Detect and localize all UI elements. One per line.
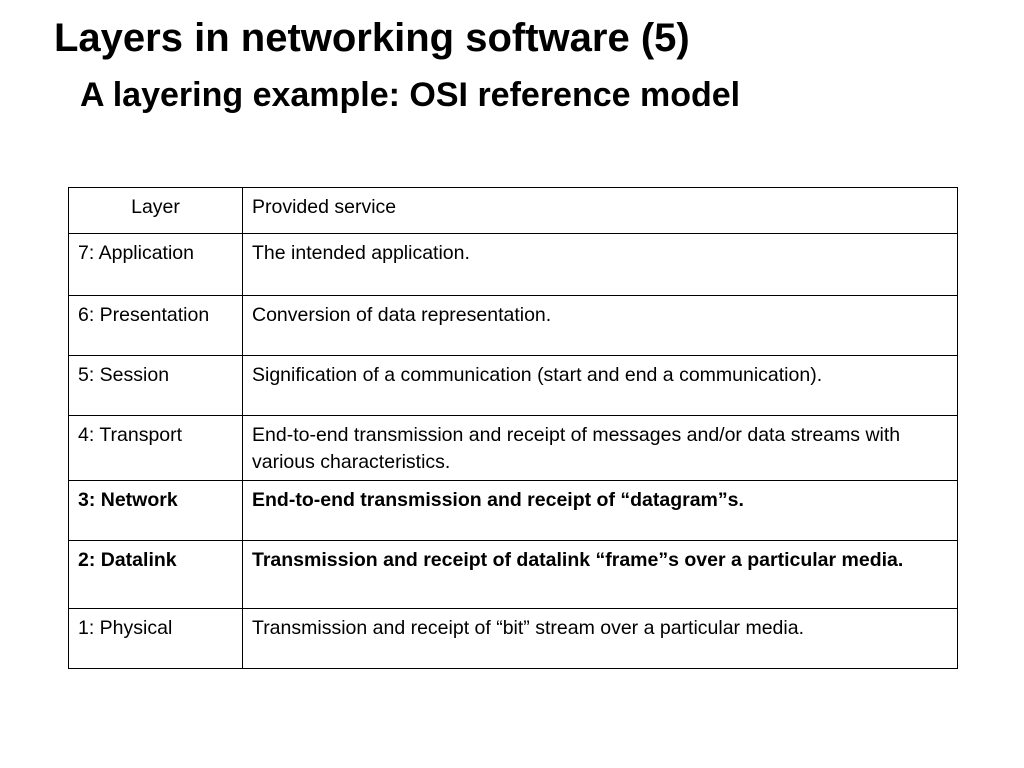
service-cell: Signification of a communication (start … xyxy=(242,355,958,416)
service-cell: Conversion of data representation. xyxy=(242,295,958,356)
table-row: 6: Presentation Conversion of data repre… xyxy=(68,295,958,356)
table-row: 4: Transport End-to-end transmission and… xyxy=(68,415,958,481)
service-cell: Transmission and receipt of datalink “fr… xyxy=(242,540,958,609)
table-row: 7: Application The intended application. xyxy=(68,233,958,296)
header-provided-service: Provided service xyxy=(242,187,958,234)
slide-title: Layers in networking software (5) xyxy=(54,16,690,60)
table-header-row: Layer Provided service xyxy=(68,187,958,234)
table-row: 5: Session Signification of a communicat… xyxy=(68,355,958,416)
slide-subtitle: A layering example: OSI reference model xyxy=(80,76,741,114)
layer-cell: 2: Datalink xyxy=(68,540,243,609)
service-cell: End-to-end transmission and receipt of “… xyxy=(242,480,958,541)
layer-cell: 3: Network xyxy=(68,480,243,541)
table-row: 2: Datalink Transmission and receipt of … xyxy=(68,540,958,609)
service-cell: Transmission and receipt of “bit” stream… xyxy=(242,608,958,669)
layer-cell: 5: Session xyxy=(68,355,243,416)
table-row: 3: Network End-to-end transmission and r… xyxy=(68,480,958,541)
header-layer: Layer xyxy=(68,187,243,234)
layer-cell: 6: Presentation xyxy=(68,295,243,356)
table-row: 1: Physical Transmission and receipt of … xyxy=(68,608,958,669)
layer-cell: 1: Physical xyxy=(68,608,243,669)
service-cell: The intended application. xyxy=(242,233,958,296)
osi-layer-table: Layer Provided service 7: Application Th… xyxy=(68,187,958,669)
layer-cell: 4: Transport xyxy=(68,415,243,481)
service-cell: End-to-end transmission and receipt of m… xyxy=(242,415,958,481)
layer-cell: 7: Application xyxy=(68,233,243,296)
